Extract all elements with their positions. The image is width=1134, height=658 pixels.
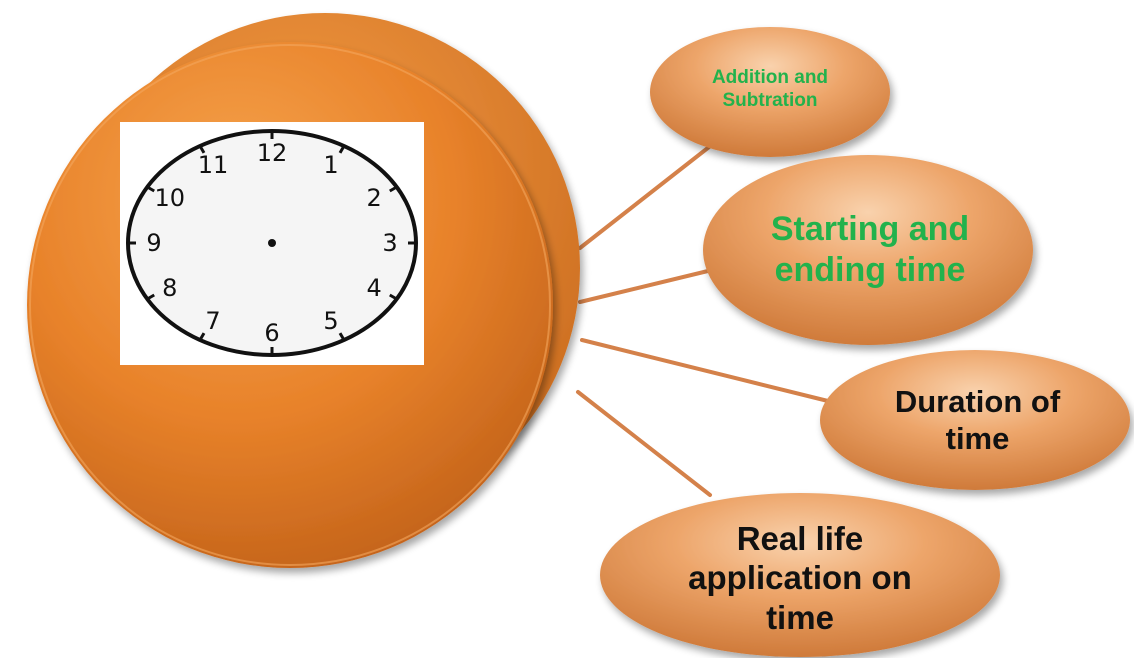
clock-tick (338, 332, 346, 341)
clock-tick (198, 145, 206, 154)
connector-reallife (576, 390, 712, 497)
clock-tick (338, 145, 346, 154)
clock-number: 1 (323, 151, 338, 179)
node-addition (650, 27, 890, 157)
clock-tick (389, 293, 398, 301)
connector-starting (578, 268, 714, 304)
node-starting (703, 155, 1033, 345)
clock-number: 12 (257, 139, 288, 167)
connector-addition (578, 138, 720, 250)
clock-ticks (128, 131, 416, 355)
clock-number: 4 (367, 274, 382, 302)
connector-duration (580, 338, 834, 404)
clock-number: 3 (382, 229, 397, 257)
clock-number: 11 (198, 151, 229, 179)
clock-tick (146, 185, 155, 193)
node-duration (820, 350, 1130, 490)
clock-number: 9 (146, 229, 161, 257)
clock-number: 6 (264, 319, 279, 347)
clock-tick (146, 293, 155, 301)
main-circle-rim (29, 44, 551, 566)
clock-tick (389, 185, 398, 193)
clock-tick (198, 332, 206, 341)
clock-number: 8 (162, 274, 177, 302)
clock-center-dot (268, 239, 276, 247)
clock-number: 7 (205, 307, 220, 335)
clock-number: 10 (155, 184, 186, 212)
clock-number: 5 (323, 307, 338, 335)
node-reallife (600, 493, 1000, 657)
clock-number: 2 (367, 184, 382, 212)
